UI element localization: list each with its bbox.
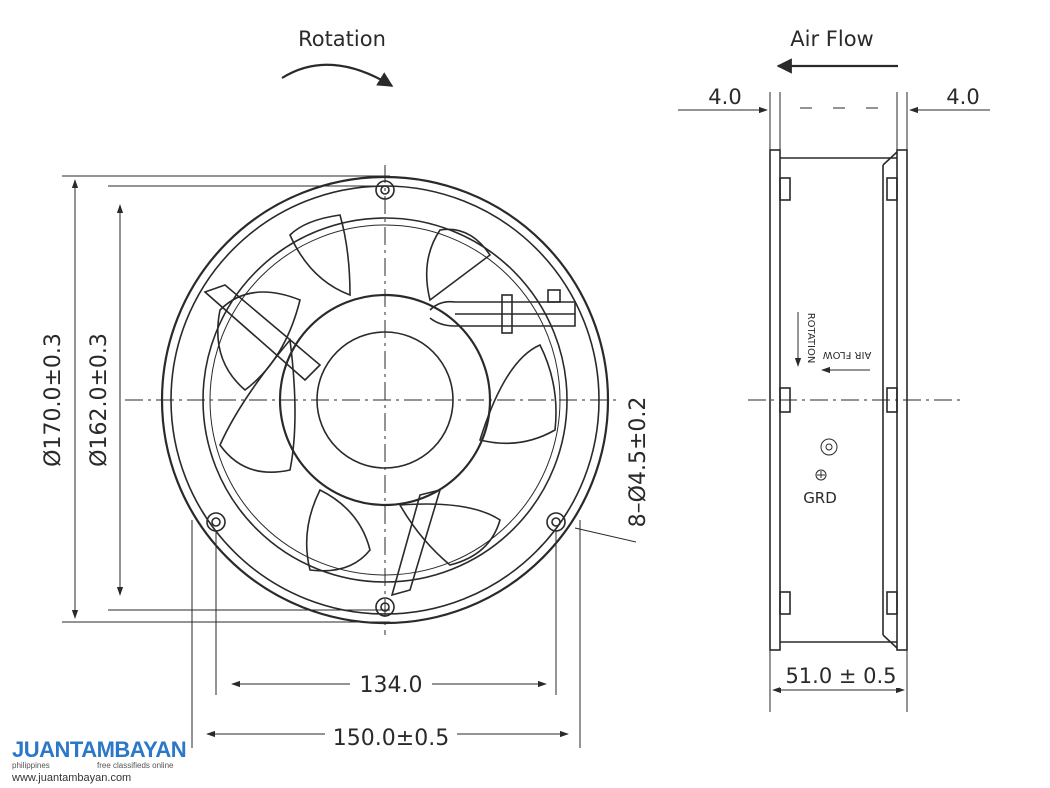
- watermark-brand: JUANTAMBAYAN: [12, 737, 186, 762]
- depth-label: 51.0 ± 0.5: [785, 664, 896, 688]
- side-view: Air Flow 4.0 4.0: [678, 27, 990, 712]
- rotation-arrow: [281, 63, 394, 87]
- right-flange-label: 4.0: [946, 85, 979, 109]
- watermark-url: www.juantambayan.com: [11, 772, 131, 784]
- ground-label: GRD: [803, 489, 837, 507]
- support-struts: [203, 284, 442, 597]
- ground-terminal-icon: [820, 438, 838, 456]
- ground-symbol-icon: [815, 469, 827, 481]
- hole-spacing-label: 134.0: [360, 673, 423, 698]
- outer-diameter-label: Ø170.0±0.3: [41, 333, 66, 467]
- inner-diameter-label: Ø162.0±0.3: [87, 333, 112, 467]
- rotation-label: Rotation: [298, 27, 386, 51]
- left-flange-label: 4.0: [708, 85, 741, 109]
- mounting-holes: [206, 180, 566, 617]
- body-rotation-text: ROTATION: [805, 313, 816, 364]
- fan-blades: [217, 214, 557, 572]
- cable-channel: [429, 289, 576, 334]
- watermark-tagline: free classifieds online: [97, 761, 174, 770]
- airflow-label: Air Flow: [790, 27, 873, 51]
- frame-width-label: 150.0±0.5: [333, 726, 449, 751]
- watermark-country: philippines: [12, 761, 50, 770]
- front-view: Rotation: [41, 27, 651, 751]
- watermark-logo: JUANTAMBAYAN philippines free classified…: [11, 737, 187, 784]
- body-airflow-text: AIR FLOW: [823, 349, 872, 360]
- holes-label: 8–Ø4.5±0.2: [626, 397, 651, 528]
